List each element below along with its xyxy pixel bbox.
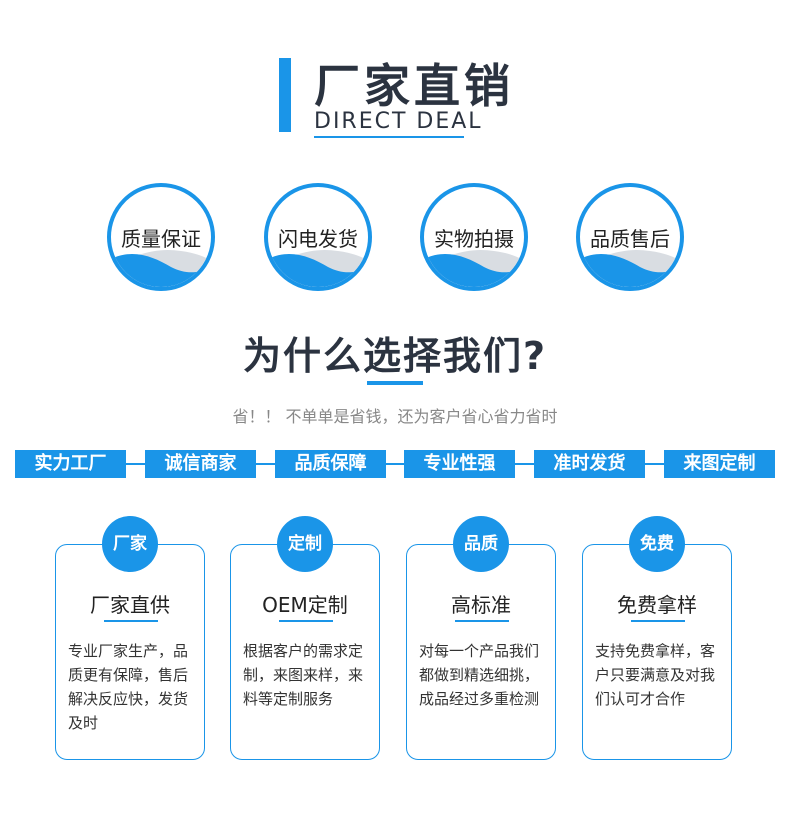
card-badge: 免费 bbox=[629, 516, 685, 572]
card-title: 厂家直供 bbox=[90, 593, 170, 617]
wave-icon bbox=[580, 249, 680, 287]
feature-circle-label: 品质售后 bbox=[590, 227, 670, 251]
feature-circle-quality: 质量保证 bbox=[107, 183, 215, 291]
card-quality: 高标准 对每一个产品我们都做到精选细挑，成品经过多重检测 bbox=[406, 544, 556, 760]
card-divider bbox=[455, 620, 509, 622]
card-badge: 厂家 bbox=[102, 516, 158, 572]
header-accent-bar bbox=[279, 58, 291, 132]
card-text: 对每一个产品我们都做到精选细挑，成品经过多重检测 bbox=[419, 642, 540, 708]
strip-item-custom: 来图定制 bbox=[664, 450, 775, 478]
card-divider bbox=[104, 620, 158, 622]
subtitle-underline bbox=[314, 136, 464, 138]
card-free-sample: 免费拿样 支持免费拿样，客户只要满意及对我们认可才合作 bbox=[582, 544, 732, 760]
page-title: 厂家直销 bbox=[314, 59, 514, 113]
strip-item-honest: 诚信商家 bbox=[145, 450, 256, 478]
card-text: 支持免费拿样，客户只要满意及对我们认可才合作 bbox=[595, 642, 716, 708]
card-factory: 厂家直供 专业厂家生产，品质更有保障，售后解决反应快，发货及时 bbox=[55, 544, 205, 760]
wave-icon bbox=[111, 249, 211, 287]
wave-icon bbox=[424, 249, 524, 287]
page-subtitle: DIRECT DEAL bbox=[314, 109, 483, 134]
feature-circle-label: 闪电发货 bbox=[278, 227, 358, 251]
strip-item-factory: 实力工厂 bbox=[15, 450, 126, 478]
feature-circle-label: 质量保证 bbox=[121, 227, 201, 251]
feature-circle-label: 实物拍摄 bbox=[434, 227, 514, 251]
wave-icon bbox=[268, 249, 368, 287]
strip-item-quality: 品质保障 bbox=[275, 450, 386, 478]
strip-line bbox=[15, 463, 775, 465]
card-title: 高标准 bbox=[451, 593, 511, 617]
feature-circle-fast-delivery: 闪电发货 bbox=[264, 183, 372, 291]
card-title: OEM定制 bbox=[262, 593, 348, 617]
why-title-underline bbox=[367, 381, 423, 385]
why-subtitle: 省！！ 不单单是省钱，还为客户省心省力省时 bbox=[232, 407, 558, 426]
strip-item-professional: 专业性强 bbox=[404, 450, 515, 478]
card-text: 根据客户的需求定制，来图来样，来料等定制服务 bbox=[243, 642, 364, 708]
card-badge: 定制 bbox=[277, 516, 333, 572]
card-badge: 品质 bbox=[453, 516, 509, 572]
card-oem: OEM定制 根据客户的需求定制，来图来样，来料等定制服务 bbox=[230, 544, 380, 760]
card-title: 免费拿样 bbox=[617, 593, 697, 617]
card-text: 专业厂家生产，品质更有保障，售后解决反应快，发货及时 bbox=[68, 642, 189, 732]
card-divider bbox=[631, 620, 685, 622]
feature-circle-after-sales: 品质售后 bbox=[576, 183, 684, 291]
card-divider bbox=[279, 620, 333, 622]
feature-circle-real-photos: 实物拍摄 bbox=[420, 183, 528, 291]
why-title: 为什么选择我们? bbox=[242, 334, 548, 378]
strip-item-on-time: 准时发货 bbox=[534, 450, 645, 478]
